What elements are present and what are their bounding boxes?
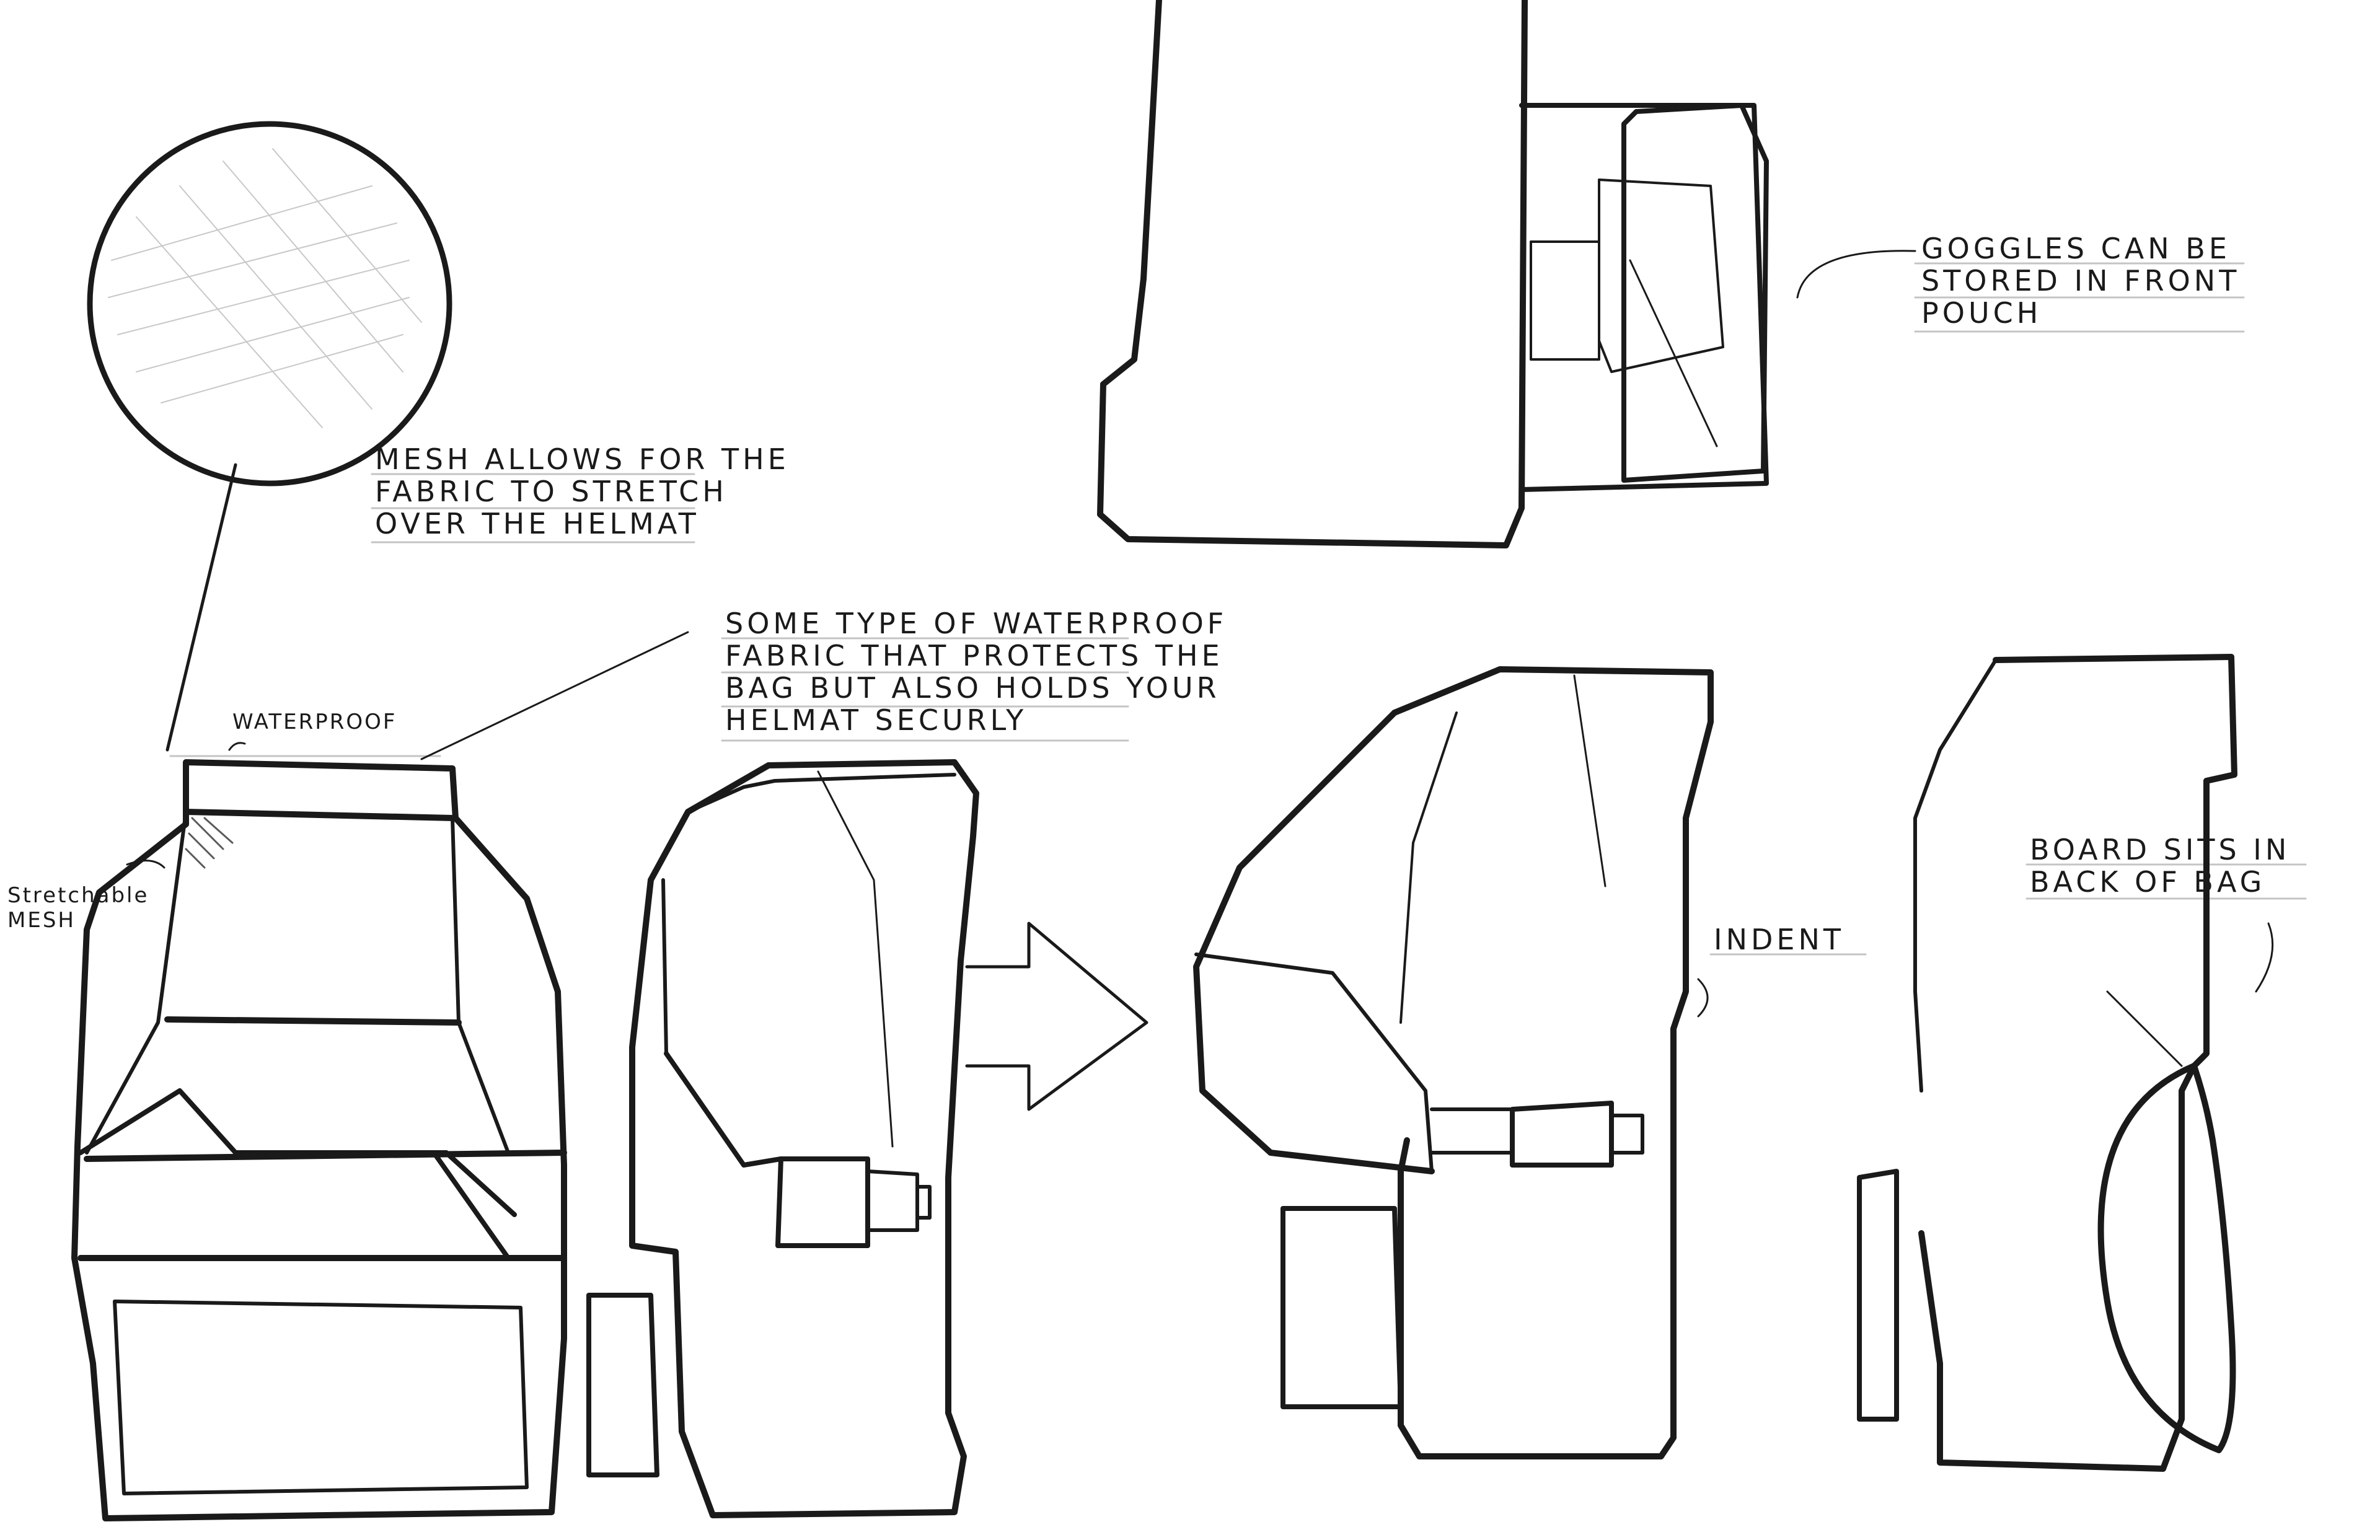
mesh-note-line-3: OVER THE HELMAT bbox=[375, 507, 700, 540]
goggles-note-line-3: POUCH bbox=[1921, 296, 2042, 330]
board-note-line-1: BOARD SITS IN bbox=[2030, 833, 2291, 866]
helmet-top-view bbox=[1097, 0, 1916, 548]
board-note-line-2: BACK OF BAG bbox=[2030, 865, 2266, 899]
waterproof-note-line-2: FABRIC THAT PROTECTS THE bbox=[725, 639, 1223, 672]
waterproof-label: WATERPROOF bbox=[232, 710, 397, 734]
goggles-note-line-1: GOGGLES CAN BE bbox=[1921, 232, 2231, 265]
backpack-front-view bbox=[71, 759, 567, 1521]
backpack-helmet-side-view bbox=[1193, 666, 1714, 1459]
stretchable-tick bbox=[126, 860, 165, 869]
waterproof-note-line-3: BAG BUT ALSO HOLDS YOUR bbox=[725, 671, 1220, 705]
mesh-hatch-patch bbox=[185, 817, 234, 869]
backpack-board-view bbox=[1857, 654, 2274, 1472]
waterproof-note-line-1: SOME TYPE OF WATERPROOF bbox=[725, 607, 1228, 640]
waterproof-tick bbox=[228, 742, 246, 751]
waterproof-note-line-4: HELMAT SECURLY bbox=[725, 703, 1028, 737]
mesh-note-line-2: FABRIC TO STRETCH bbox=[375, 475, 728, 508]
mesh-detail-circle bbox=[87, 121, 452, 752]
waterproof-note: SOME TYPE OF WATERPROOF FABRIC THAT PROT… bbox=[725, 607, 1227, 736]
stretchable-label-line-2: MESH bbox=[7, 908, 76, 933]
text-guide-lines bbox=[169, 262, 2307, 956]
mesh-note: MESH ALLOWS FOR THE FABRIC TO STRETCH OV… bbox=[375, 443, 790, 540]
stretchable-label: Stretchable MESH bbox=[7, 883, 149, 933]
goggles-note: GOGGLES CAN BE STORED IN FRONT POUCH bbox=[1921, 232, 2240, 329]
board-note: BOARD SITS IN BACK OF BAG bbox=[2030, 834, 2290, 898]
goggles-note-line-2: STORED IN FRONT bbox=[1921, 264, 2241, 297]
backpack-side-view bbox=[586, 759, 1148, 1518]
mesh-note-line-1: MESH ALLOWS FOR THE bbox=[375, 442, 790, 476]
waterproof-leader-line bbox=[420, 631, 689, 760]
stretchable-label-line-1: Stretchable bbox=[7, 883, 149, 908]
indent-label: INDENT bbox=[1714, 923, 1844, 956]
